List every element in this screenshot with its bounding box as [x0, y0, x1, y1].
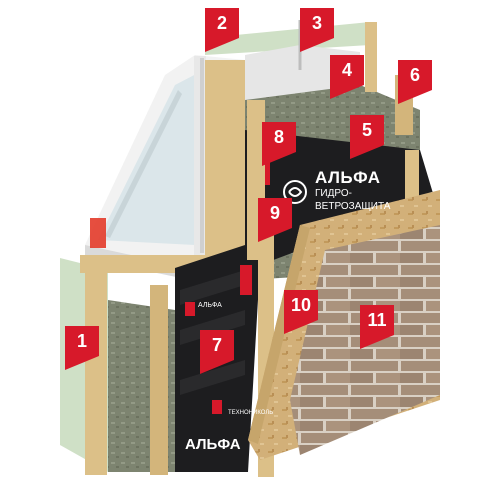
window-glass — [98, 72, 225, 245]
marker-2: 2 — [205, 8, 239, 52]
timber-top-right — [365, 22, 377, 92]
counter-batten-top — [405, 150, 419, 210]
membrane-maker: ТЕХНОНИКОЛЬ — [228, 410, 274, 416]
marker-3: 3 — [300, 8, 334, 52]
marker-1: 1 — [65, 326, 99, 370]
membrane-line2: ВЕТРОЗАЩИТА — [315, 201, 391, 212]
timber-post-mid — [150, 285, 168, 475]
membrane-brand: АЛЬФА — [315, 168, 381, 187]
marker-9: 9 — [258, 198, 292, 242]
timber-post-left — [85, 270, 107, 475]
marker-10: 10 — [284, 290, 318, 334]
marker-5: 5 — [350, 115, 384, 159]
membrane-small-brand: АЛЬФА — [198, 302, 222, 309]
membrane-line1: ГИДРО- — [315, 188, 352, 199]
window-stud — [205, 60, 245, 270]
marker-4: 4 — [330, 55, 364, 99]
marker-6: 6 — [398, 60, 432, 104]
marker-11: 11 — [360, 305, 394, 349]
marker-7: 7 — [200, 330, 234, 374]
membrane-brand-lower: АЛЬФА — [185, 436, 241, 453]
membrane-logo — [283, 180, 307, 204]
marker-8: 8 — [262, 122, 296, 166]
